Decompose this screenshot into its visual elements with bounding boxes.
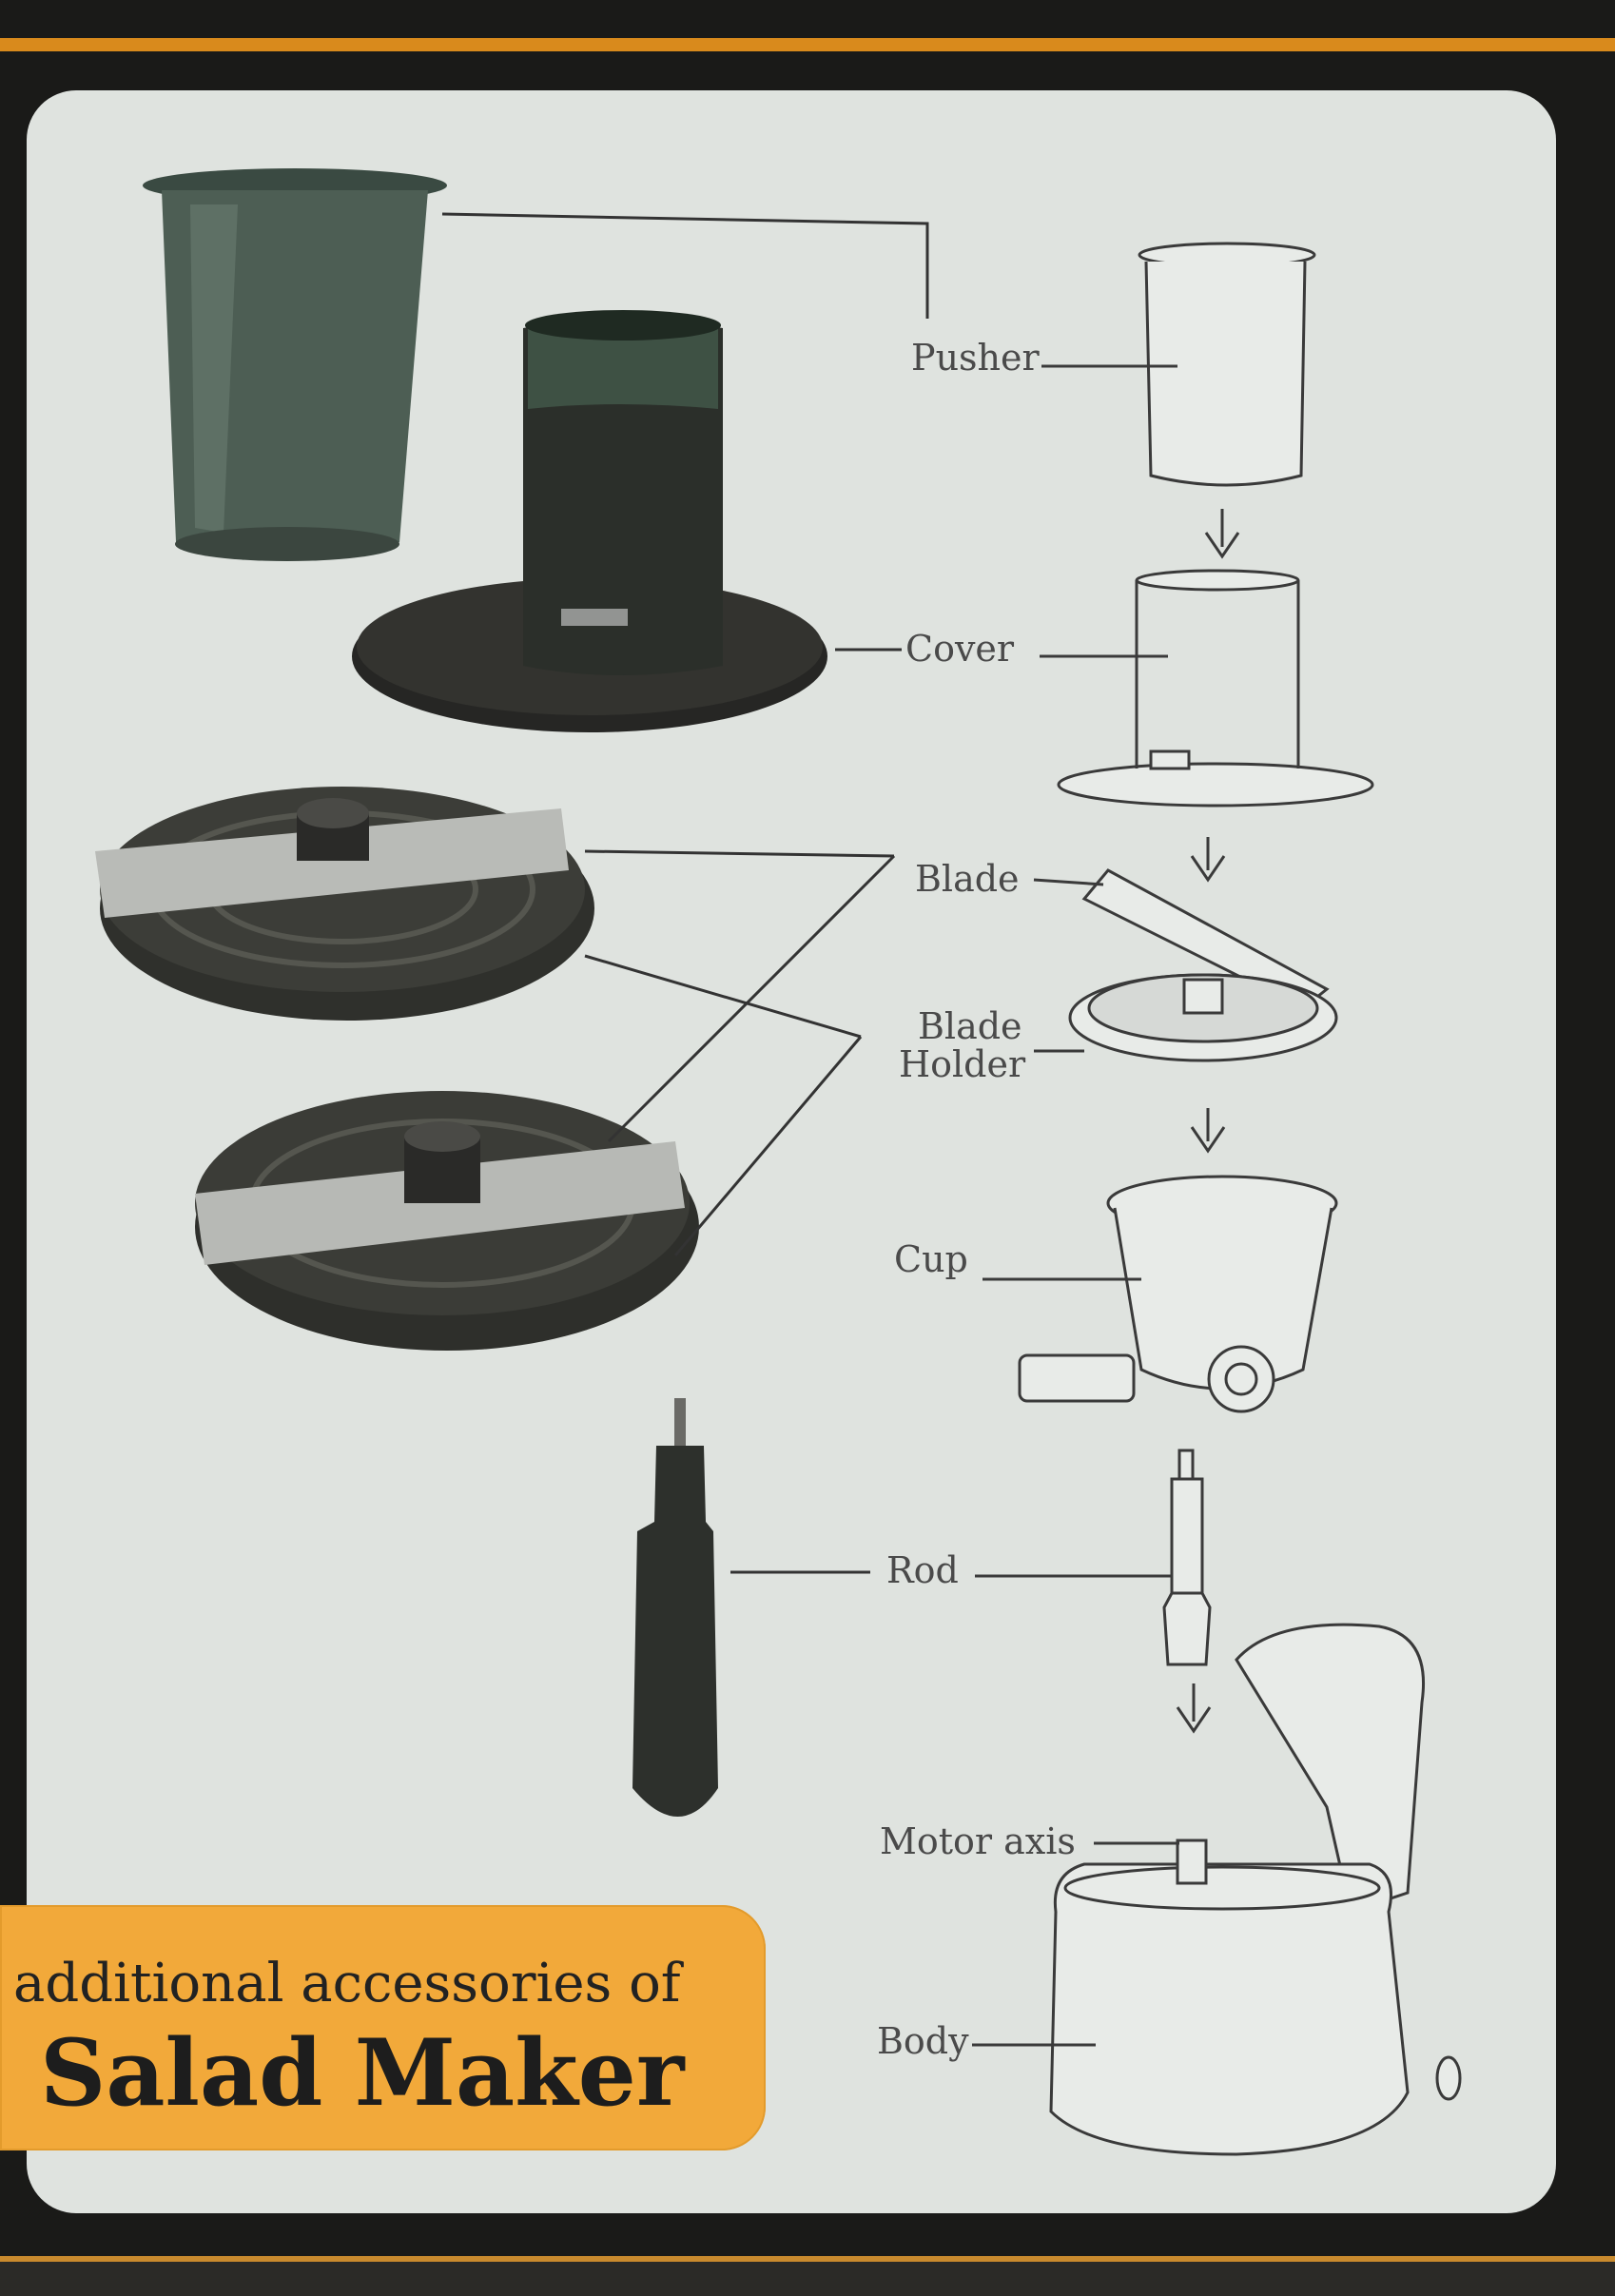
label-blade-holder: Blade Holder <box>899 1005 1025 1084</box>
label-motor-axis: Motor axis <box>880 1820 1076 1862</box>
leader-lines <box>441 212 929 1574</box>
leader-pusher <box>441 212 929 319</box>
line-drawings <box>972 242 1462 2156</box>
rod-drawing <box>975 1449 1212 1666</box>
salad-maker-banner: additional accessories of Salad Maker <box>0 1905 766 2150</box>
arrow-3 <box>1190 1108 1226 1154</box>
arrow-4 <box>1176 1683 1212 1734</box>
label-rod: Rod <box>886 1549 959 1591</box>
leader-blade-1 <box>584 849 895 858</box>
top-accent-stripe <box>0 38 1615 51</box>
blade-disc-photo-1 <box>95 787 594 1021</box>
blade-disc-photo-2 <box>195 1091 699 1351</box>
arrow-2 <box>1190 837 1226 883</box>
label-blade-holder-line2: Holder <box>899 1042 1026 1085</box>
pusher-drawing <box>1041 242 1316 487</box>
cover-photo <box>352 310 827 732</box>
leader-holder-1 <box>584 954 862 1039</box>
cup-drawing <box>983 1175 1338 1413</box>
leader-blade-2 <box>607 854 896 1143</box>
arrow-1 <box>1204 509 1240 559</box>
blade-holder-drawing <box>1033 868 1338 1062</box>
banner-title: Salad Maker <box>40 2019 685 2127</box>
label-blade-holder-line1: Blade <box>918 1005 1022 1047</box>
label-blade: Blade <box>915 858 1020 900</box>
label-pusher: Pusher <box>911 337 1040 379</box>
body-drawing <box>972 1623 1462 2156</box>
label-cup: Cup <box>894 1238 968 1280</box>
label-body: Body <box>877 2020 969 2062</box>
rod-photo <box>632 1398 718 1817</box>
pusher-photo <box>143 168 447 561</box>
banner-subtitle: additional accessories of <box>13 1953 681 2014</box>
bottom-frame <box>0 2256 1615 2296</box>
leader-holder-2 <box>673 1036 863 1256</box>
cover-drawing <box>1040 569 1374 807</box>
label-cover: Cover <box>905 628 1015 670</box>
